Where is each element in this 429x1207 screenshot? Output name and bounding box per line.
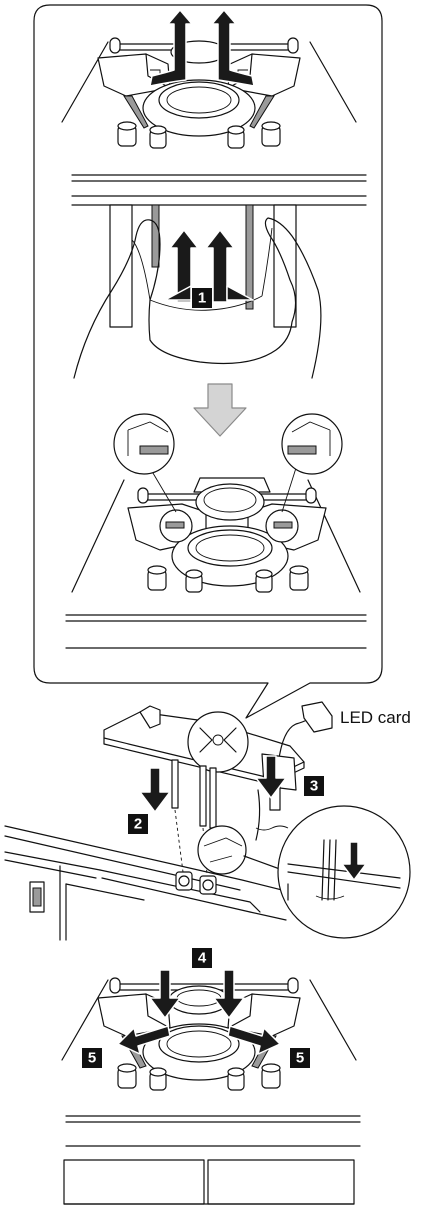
push-arrow-right [205,229,235,303]
step-badge-1: 1 [192,288,212,308]
press-arrow-right [213,969,245,1019]
foot [261,121,281,147]
foot [149,125,167,149]
callout-bubble [33,4,383,719]
spring-arrow-left [117,1025,171,1055]
panel-keyboard-base [4,805,411,941]
step-badge-3-label: 3 [310,778,318,795]
step-badge-4-label: 4 [198,950,207,967]
step-badge-5-right: 5 [290,1048,310,1068]
lift-arrow-left [149,9,193,87]
spring-arrow-right [227,1025,281,1055]
step-badge-2-label: 2 [134,816,142,833]
led-card-label: LED card [340,708,411,727]
step-badge-5-right-label: 5 [296,1050,304,1067]
panel-trackpoint-top [61,9,367,197]
insert-arrow-2 [139,767,171,813]
foot [227,125,245,149]
panel-bracket-assembly: LED card 2 3 [103,701,411,875]
step-badge-5-left: 5 [82,1048,102,1068]
sequence-arrow-down [193,383,247,437]
bottom-button-right [207,1159,355,1205]
panel-trackpoint-bottom: 4 5 5 [61,948,361,1205]
step-badge-5-left-label: 5 [88,1050,96,1067]
step-badge-1-label: 1 [198,290,206,307]
foot [117,121,137,147]
insert-arrow-3 [255,755,287,799]
push-arrow-left [169,229,199,303]
panel-latch-detail [65,413,367,649]
step-badge-3: 3 [304,776,324,796]
lift-arrow-right [211,9,255,87]
press-arrow-left [149,969,181,1019]
step-badge-2: 2 [128,814,148,834]
bottom-button-left [63,1159,205,1205]
panel-fingers: 1 [71,204,367,379]
step-badge-4: 4 [192,948,212,968]
seat-arrow [341,841,367,881]
